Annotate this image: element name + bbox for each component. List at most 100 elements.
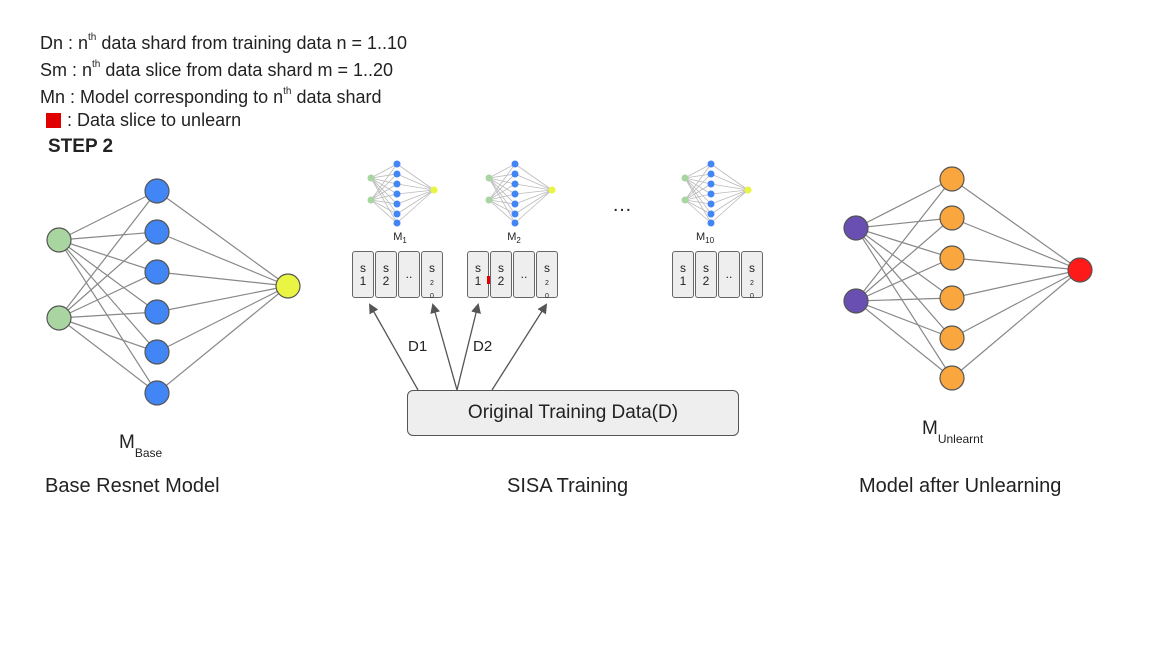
unlearnt-node-hidden [939, 365, 965, 391]
mini-edge [684, 199, 712, 205]
mini-edge [396, 189, 435, 195]
mini-hidden-node [707, 180, 715, 188]
shard-model-icons [367, 160, 752, 227]
legend-mn: Mn : Model corresponding to nth data sha… [40, 82, 407, 109]
model-2-label: M2 [507, 231, 521, 245]
mini-edge [684, 177, 712, 185]
base-model-nodes [46, 178, 301, 406]
mini-hidden-node [511, 180, 519, 188]
unlearnt-model-nodes [843, 166, 1093, 391]
unlearnt-node-hidden [939, 285, 965, 311]
legend-sm-pre: Sm : n [40, 60, 93, 80]
mini-edge [370, 177, 398, 185]
slice-bottom2: 0 [750, 293, 754, 300]
shard-arrows [369, 303, 548, 391]
mini-input-node [485, 196, 493, 204]
mini-hidden-node [707, 219, 715, 227]
shard-label-d1: D1 [408, 338, 428, 355]
legend-dn: Dn : nth data shard from training data n… [40, 28, 407, 55]
mini-hidden-node [393, 210, 401, 218]
mini-edge [396, 189, 435, 215]
slice-bottom: 1 [679, 274, 687, 288]
mini-input-node [367, 174, 375, 182]
mini-edge [684, 183, 712, 201]
legend-sm-post: data slice from data shard m = 1..20 [100, 60, 394, 80]
mini-edge [370, 177, 398, 205]
slice-gap: .. [405, 267, 413, 281]
legend-mn-sup: th [283, 86, 292, 97]
base-node-hidden [144, 178, 170, 204]
mini-edge [370, 199, 398, 215]
slice-bottom2: 0 [430, 293, 434, 300]
arrow-d1-s1 [369, 303, 419, 391]
unlearnt-edge [855, 227, 953, 339]
mini-edge [370, 177, 398, 215]
mini-hidden-node [707, 200, 715, 208]
unlearn-swatch [46, 113, 61, 128]
base-edge [58, 317, 158, 394]
base-node-input [46, 227, 72, 253]
base-edge [58, 271, 158, 319]
arrow-d2-s1 [456, 303, 481, 391]
unlearnt-edge [855, 227, 953, 299]
legend: Dn : nth data shard from training data n… [40, 28, 407, 132]
base-edge [156, 271, 289, 287]
unlearnt-edge [951, 217, 1081, 271]
base-edge [58, 190, 158, 241]
unlearnt-sub: Unlearnt [937, 431, 984, 446]
mini-edge [370, 177, 398, 224]
mini-hidden-node [511, 219, 519, 227]
legend-dn-pre: Dn : n [40, 33, 89, 53]
mini-edge [488, 163, 516, 201]
base-edge [58, 231, 158, 241]
unlearnt-edge [951, 269, 1081, 339]
slice-gap: .. [520, 267, 528, 281]
slice-bottom2: 0 [545, 293, 549, 300]
unlearnt-node-hidden [939, 205, 965, 231]
mini-edge [514, 189, 553, 215]
mini-edge [514, 173, 553, 191]
mini-output-node [744, 186, 752, 194]
mini-edge [370, 199, 398, 224]
base-edge [58, 311, 158, 319]
mini-edge [488, 199, 516, 215]
mini-hidden-node [393, 160, 401, 168]
mini-hidden-node [707, 160, 715, 168]
mini-output-node [430, 186, 438, 194]
model-2-sub: 2 [516, 236, 521, 246]
unlearnt-edge [855, 300, 953, 339]
base-edge [58, 317, 158, 353]
shard-label-d2: D2 [473, 338, 493, 355]
base-node-hidden [144, 299, 170, 325]
base-node-output [275, 273, 301, 299]
mini-input-node [485, 174, 493, 182]
unlearnt-node-input [843, 215, 869, 241]
legend-unlearn-text: : Data slice to unlearn [67, 110, 242, 130]
slice-bottom: 2 [382, 274, 390, 288]
mini-edge [684, 177, 712, 205]
mini-edge [710, 189, 749, 195]
mini-hidden-node [511, 210, 519, 218]
mini-edge [370, 173, 398, 179]
mini-edge [488, 177, 516, 205]
mini-edge [488, 173, 516, 201]
legend-unlearn: : Data slice to unlearn [40, 109, 407, 132]
mini-edge [684, 177, 712, 195]
base-edge [156, 285, 289, 313]
mini-edge [370, 173, 398, 201]
slice-bottom: 2 [545, 280, 549, 287]
mini-hidden-node [511, 190, 519, 198]
mini-edge [488, 163, 516, 179]
mini-edge [684, 177, 712, 224]
mini-edge [370, 163, 398, 201]
slice-top: s [680, 261, 686, 275]
mini-edge [370, 177, 398, 195]
unlearnt-node-hidden [939, 166, 965, 192]
mini-edge [514, 183, 553, 191]
base-edge [156, 285, 289, 394]
mini-input-node [681, 174, 689, 182]
